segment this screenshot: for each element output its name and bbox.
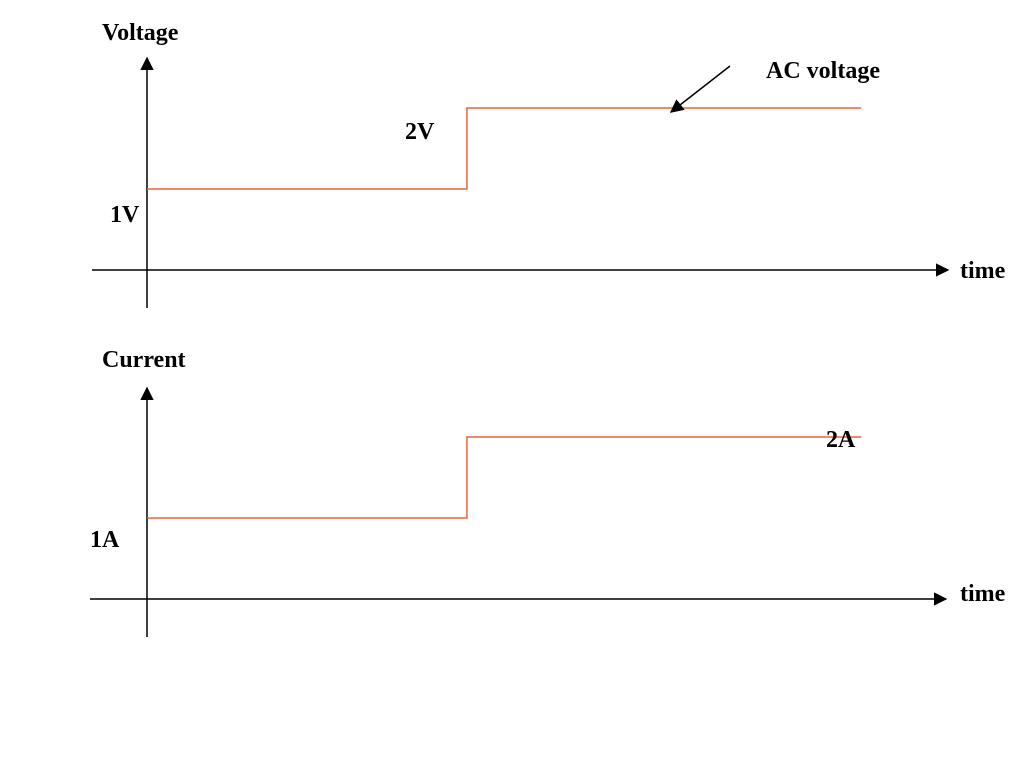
voltage-y-axis-label: Voltage [102,20,179,46]
voltage-level-label-1: 2V [405,119,435,145]
current-x-axis-label: time [960,581,1006,607]
current-signal-line [147,436,862,519]
voltage-x-axis-label: time [960,258,1006,284]
voltage-chart: Voltage time 1V 2V AC voltage [92,20,1006,308]
voltage-annotation-arrow [669,65,731,113]
current-level-label-0: 1A [90,527,120,553]
voltage-level-label-0: 1V [110,202,140,228]
current-y-axis-label: Current [102,347,186,373]
voltage-signal-line [147,107,862,190]
current-level-label-1: 2A [826,427,856,453]
voltage-annotation-label: AC voltage [766,58,880,84]
current-chart: Current time 1A 2A [90,347,1006,637]
